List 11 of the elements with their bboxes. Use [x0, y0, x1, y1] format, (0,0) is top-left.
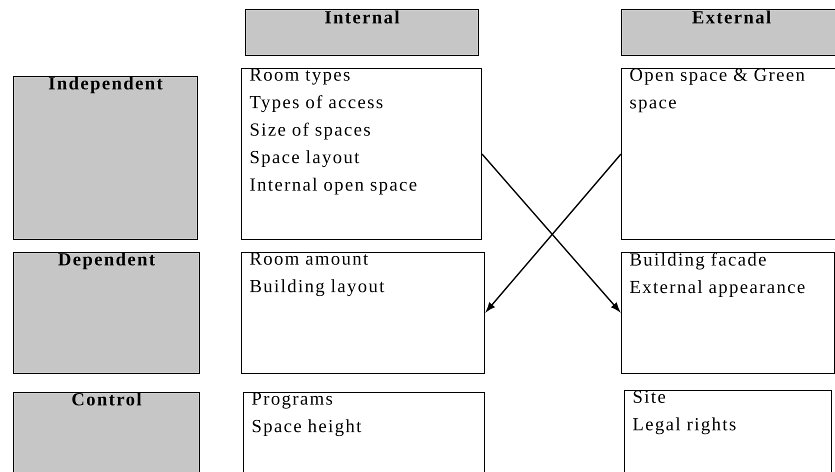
content-box: Site Legal rights: [624, 390, 832, 472]
row-header-box: Control: [13, 392, 200, 472]
content-box: Open space & Green space: [621, 68, 835, 240]
content-box: Room types Types of access Size of spaces Space layout Internal open space: [241, 68, 482, 240]
content-box: Building facade External appearance: [621, 252, 835, 374]
content-box: Programs Space height: [243, 392, 485, 472]
column-header-box: External: [621, 9, 835, 56]
row-header-box: Independent: [13, 76, 198, 240]
content-box: Room amount Building layout: [241, 252, 485, 374]
row-header-box: Dependent: [13, 252, 200, 374]
column-header-box: Internal: [245, 9, 479, 56]
